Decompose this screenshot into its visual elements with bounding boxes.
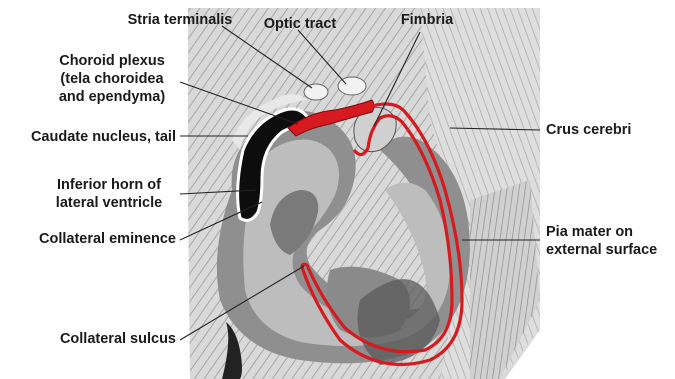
label-choroid-plexus-line2: (tela choroidea: [44, 70, 180, 88]
label-stria-terminalis: Stria terminalis: [112, 11, 248, 29]
label-choroid-plexus-line1: Choroid plexus: [44, 52, 180, 70]
label-crus-cerebri: Crus cerebri: [546, 121, 671, 139]
section-drawing: [180, 0, 560, 379]
label-collateral-eminence: Collateral eminence: [4, 230, 176, 248]
label-inferior-horn-line1: Inferior horn of: [40, 176, 178, 194]
stria-terminalis-shape: [304, 84, 328, 100]
label-pia-mater-line2: external surface: [546, 241, 672, 259]
label-choroid-plexus-line3: and ependyma): [44, 88, 180, 106]
label-collateral-sulcus: Collateral sulcus: [20, 330, 176, 348]
label-fimbria: Fimbria: [392, 11, 462, 29]
label-inferior-horn-line2: lateral ventricle: [40, 194, 178, 212]
label-optic-tract: Optic tract: [250, 15, 350, 33]
label-pia-mater-line1: Pia mater on: [546, 223, 672, 241]
label-choroid-plexus: Choroid plexus (tela choroidea and epend…: [44, 52, 180, 106]
label-inferior-horn: Inferior horn of lateral ventricle: [40, 176, 178, 212]
label-pia-mater: Pia mater on external surface: [546, 223, 672, 259]
label-caudate-nucleus-tail: Caudate nucleus, tail: [4, 128, 176, 146]
